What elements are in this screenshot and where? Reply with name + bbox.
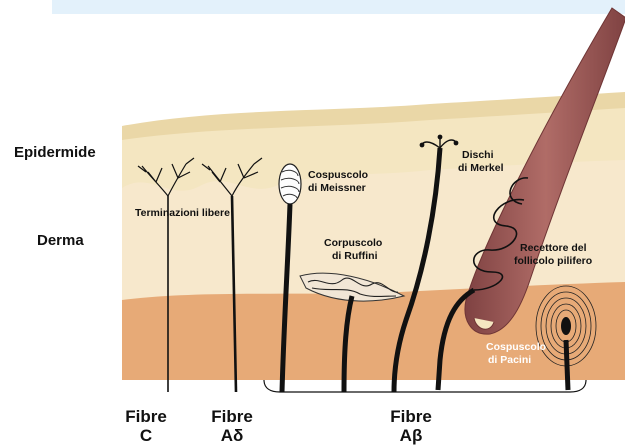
meissner-label-line1: Cospuscolo xyxy=(308,170,368,181)
meissner-label-line2: di Meissner xyxy=(308,183,366,194)
fibre-ab-line2: Aβ xyxy=(382,427,440,446)
follicle-label-line1: Recettore del xyxy=(520,243,587,254)
white-bottom xyxy=(0,380,625,446)
pacini-label-line2: di Pacini xyxy=(488,355,531,366)
fibre-ab-label: Fibre Aβ xyxy=(382,408,440,445)
ruffini-label-line2: di Ruffini xyxy=(332,251,378,262)
merkel-label-line2: di Merkel xyxy=(458,163,504,174)
fibre-ad-line2: Aδ xyxy=(203,427,261,446)
pacini-label-line1: Cospuscolo xyxy=(486,342,546,353)
fibre-c-label: Fibre C xyxy=(120,408,172,445)
ruffini-label-line1: Corpuscolo xyxy=(324,238,382,249)
fibre-c-line1: Fibre xyxy=(120,408,172,427)
follicle-label-line2: follicolo pilifero xyxy=(514,256,592,267)
epidermide-label: Epidermide xyxy=(14,145,96,161)
fibre-ab-line1: Fibre xyxy=(382,408,440,427)
merkel-label-line1: Dischi xyxy=(462,150,494,161)
terminazioni-libere-label: Terminazioni libere xyxy=(135,208,230,219)
fibre-ad-label: Fibre Aδ xyxy=(203,408,261,445)
derma-label: Derma xyxy=(37,233,84,249)
top-band xyxy=(52,0,625,14)
fibre-ad-line1: Fibre xyxy=(203,408,261,427)
fibre-c-line2: C xyxy=(120,427,172,446)
